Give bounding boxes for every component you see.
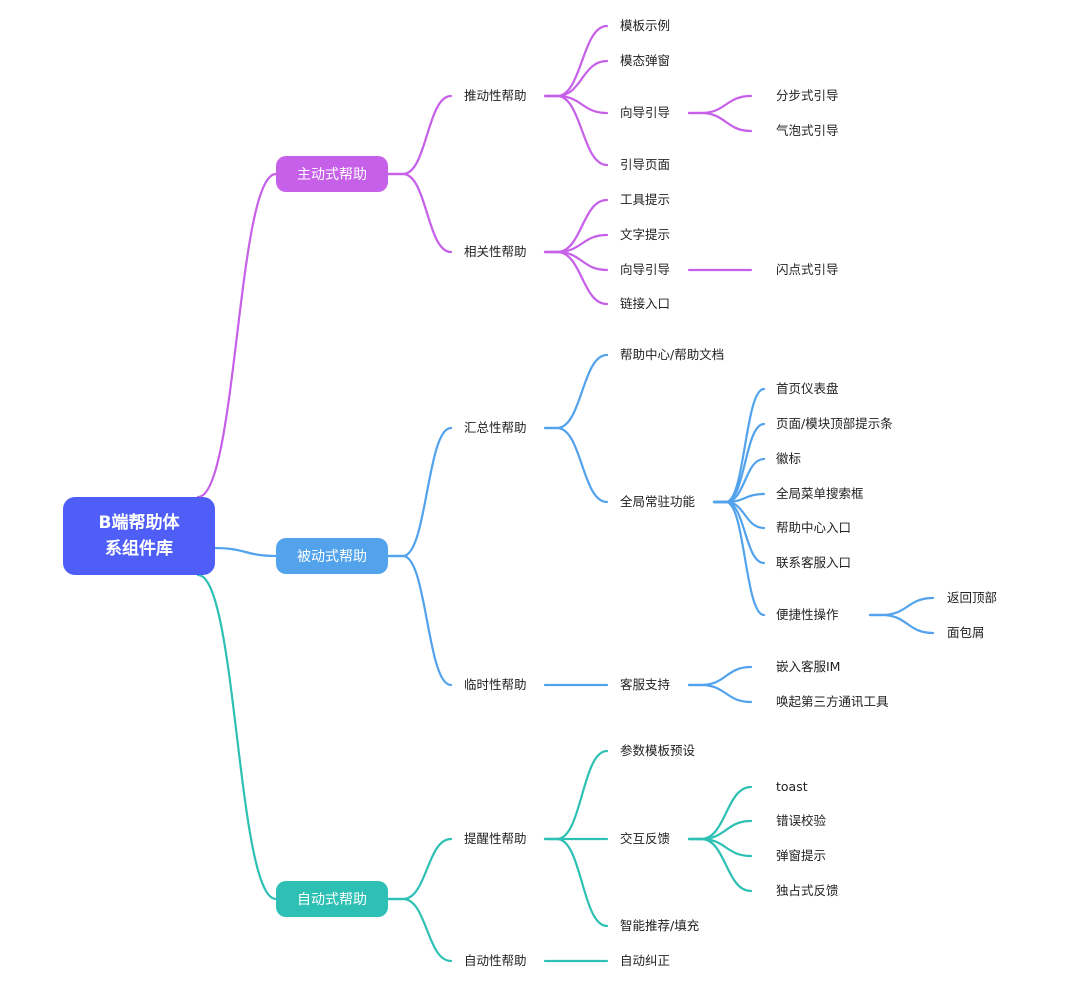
node-breadcrumb: 面包屑 bbox=[947, 625, 985, 640]
node-toast: toast bbox=[776, 779, 808, 794]
link-related-child-3 bbox=[543, 250, 609, 306]
link-quick-child-1 bbox=[868, 613, 935, 635]
link-passive-temporary bbox=[386, 554, 453, 687]
link-wizard-child-1 bbox=[687, 111, 753, 133]
link-quick-child-0 bbox=[868, 596, 935, 617]
node-reminder-help: 提醒性帮助 bbox=[464, 831, 527, 846]
link-auto-automatic bbox=[386, 897, 453, 963]
branch-label: 被动式帮助 bbox=[297, 549, 367, 565]
branch-active-help: 主动式帮助 bbox=[276, 156, 388, 192]
root-title-line-1: B端帮助体 bbox=[98, 513, 180, 533]
node-help-center-entry: 帮助中心入口 bbox=[776, 520, 852, 535]
link-passive-summary bbox=[386, 426, 453, 558]
link-active-related bbox=[386, 172, 453, 254]
node-modal-dialog: 模态弹窗 bbox=[620, 53, 671, 68]
root-node: B端帮助体 系组件库 bbox=[63, 497, 215, 575]
node-dialog-prompt: 弹窗提示 bbox=[776, 848, 827, 863]
node-contact-service-entry: 联系客服入口 bbox=[776, 555, 852, 570]
link-feedback-child-3 bbox=[687, 837, 753, 893]
node-tooltip: 工具提示 bbox=[620, 192, 671, 207]
node-embedded-im: 嵌入客服IM bbox=[776, 659, 841, 674]
node-help-center-docs: 帮助中心/帮助文档 bbox=[620, 347, 725, 362]
node-text-hint: 文字提示 bbox=[620, 227, 671, 242]
node-top-banner: 页面/模块顶部提示条 bbox=[776, 416, 893, 431]
link-global-child-3 bbox=[712, 492, 766, 504]
node-wizard-guide: 向导引导 bbox=[620, 105, 671, 120]
link-reminder-child-0 bbox=[543, 749, 609, 841]
link-feedback-child-0 bbox=[687, 785, 753, 841]
node-badge: 徽标 bbox=[776, 451, 802, 466]
node-quick-actions: 便捷性操作 bbox=[776, 607, 839, 622]
link-wizard-child-0 bbox=[687, 94, 753, 115]
node-global-resident: 全局常驻功能 bbox=[620, 494, 696, 509]
branch-label: 自动式帮助 bbox=[297, 892, 367, 908]
node-global-search: 全局菜单搜索框 bbox=[776, 486, 864, 501]
link-reminder-child-2 bbox=[543, 837, 609, 928]
node-interaction-feedback: 交互反馈 bbox=[620, 831, 671, 846]
node-auto-correct: 自动纠正 bbox=[620, 953, 671, 968]
link-auto-reminder bbox=[386, 837, 453, 901]
node-home-dashboard: 首页仪表盘 bbox=[776, 381, 839, 396]
link-root-passive bbox=[213, 546, 278, 558]
link-active-push bbox=[386, 94, 453, 176]
node-bubble-guide: 气泡式引导 bbox=[776, 123, 839, 138]
node-temporary-help: 临时性帮助 bbox=[464, 677, 527, 692]
link-root-auto bbox=[196, 573, 278, 901]
node-link-entry: 链接入口 bbox=[620, 296, 671, 311]
branch-label: 主动式帮助 bbox=[297, 167, 367, 183]
node-guide-page: 引导页面 bbox=[620, 157, 671, 172]
link-support-child-1 bbox=[687, 683, 753, 704]
link-related-child-0 bbox=[543, 198, 609, 254]
node-param-template: 参数模板预设 bbox=[620, 743, 696, 758]
node-third-party-tools: 唤起第三方通讯工具 bbox=[776, 694, 889, 709]
link-summary-child-1 bbox=[543, 426, 609, 504]
link-global-child-5 bbox=[712, 500, 766, 565]
link-summary-child-0 bbox=[543, 353, 609, 430]
node-error-validation: 错误校验 bbox=[776, 813, 827, 828]
branch-passive-help: 被动式帮助 bbox=[276, 538, 388, 574]
link-global-child-6 bbox=[712, 500, 766, 617]
node-related-help: 相关性帮助 bbox=[464, 244, 527, 259]
link-push-child-2 bbox=[543, 94, 609, 115]
node-back-to-top: 返回顶部 bbox=[947, 590, 998, 605]
node-smart-recommend: 智能推荐/填充 bbox=[620, 918, 700, 933]
link-root-active bbox=[196, 172, 278, 499]
node-automatic-help: 自动性帮助 bbox=[464, 953, 527, 968]
root-title-line-2: 系组件库 bbox=[105, 539, 173, 559]
link-push-child-3 bbox=[543, 94, 609, 167]
branch-auto-help: 自动式帮助 bbox=[276, 881, 388, 917]
node-customer-support: 客服支持 bbox=[620, 677, 671, 692]
node-template-example: 模板示例 bbox=[620, 18, 671, 33]
node-exclusive-feedback: 独占式反馈 bbox=[776, 883, 839, 898]
link-support-child-0 bbox=[687, 665, 753, 687]
node-step-guide: 分步式引导 bbox=[776, 88, 839, 103]
node-wizard-guide-2: 向导引导 bbox=[620, 262, 671, 277]
node-push-help: 推动性帮助 bbox=[464, 88, 527, 103]
node-summary-help: 汇总性帮助 bbox=[464, 420, 527, 435]
node-flash-guide: 闪点式引导 bbox=[776, 262, 839, 277]
